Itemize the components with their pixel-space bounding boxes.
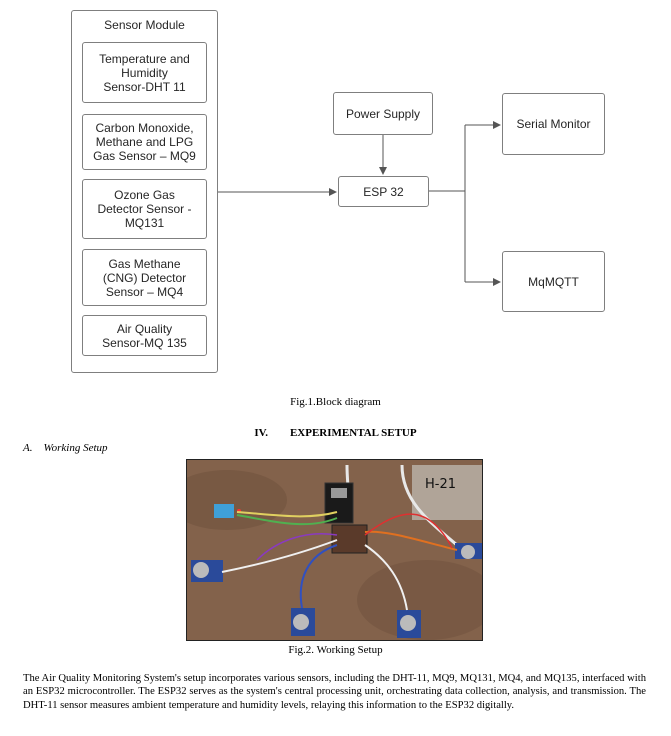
serial-monitor-box: Serial Monitor bbox=[502, 93, 605, 155]
sensor-mq131-box: Ozone Gas Detector Sensor - MQ131 bbox=[82, 179, 207, 239]
esp32-box: ESP 32 bbox=[338, 176, 429, 207]
photo-label: H-21 bbox=[425, 477, 456, 492]
fig2-caption: Fig.2. Working Setup bbox=[288, 644, 383, 656]
body-paragraph: The Air Quality Monitoring System's setu… bbox=[23, 673, 646, 711]
sensor-module-title: Sensor Module bbox=[104, 18, 185, 32]
sensor-mq9-box: Carbon Monoxide, Methane and LPG Gas Sen… bbox=[82, 114, 207, 170]
fig1-caption: Fig.1.Block diagram bbox=[290, 396, 381, 408]
section-heading: IV. EXPERIMENTAL SETUP bbox=[254, 427, 417, 439]
sensor-mq135-box: Air Quality Sensor-MQ 135 bbox=[82, 315, 207, 356]
mqmqtt-box: MqMQTT bbox=[502, 251, 605, 312]
power-supply-box: Power Supply bbox=[333, 92, 433, 135]
sensor-dht11-box: Temperature and Humidity Sensor-DHT 11 bbox=[82, 42, 207, 103]
sensor-mq4-box: Gas Methane (CNG) Detector Sensor – MQ4 bbox=[82, 249, 207, 306]
subsection-heading: A. Working Setup bbox=[23, 442, 108, 454]
working-setup-photo: H-21 bbox=[186, 459, 483, 641]
